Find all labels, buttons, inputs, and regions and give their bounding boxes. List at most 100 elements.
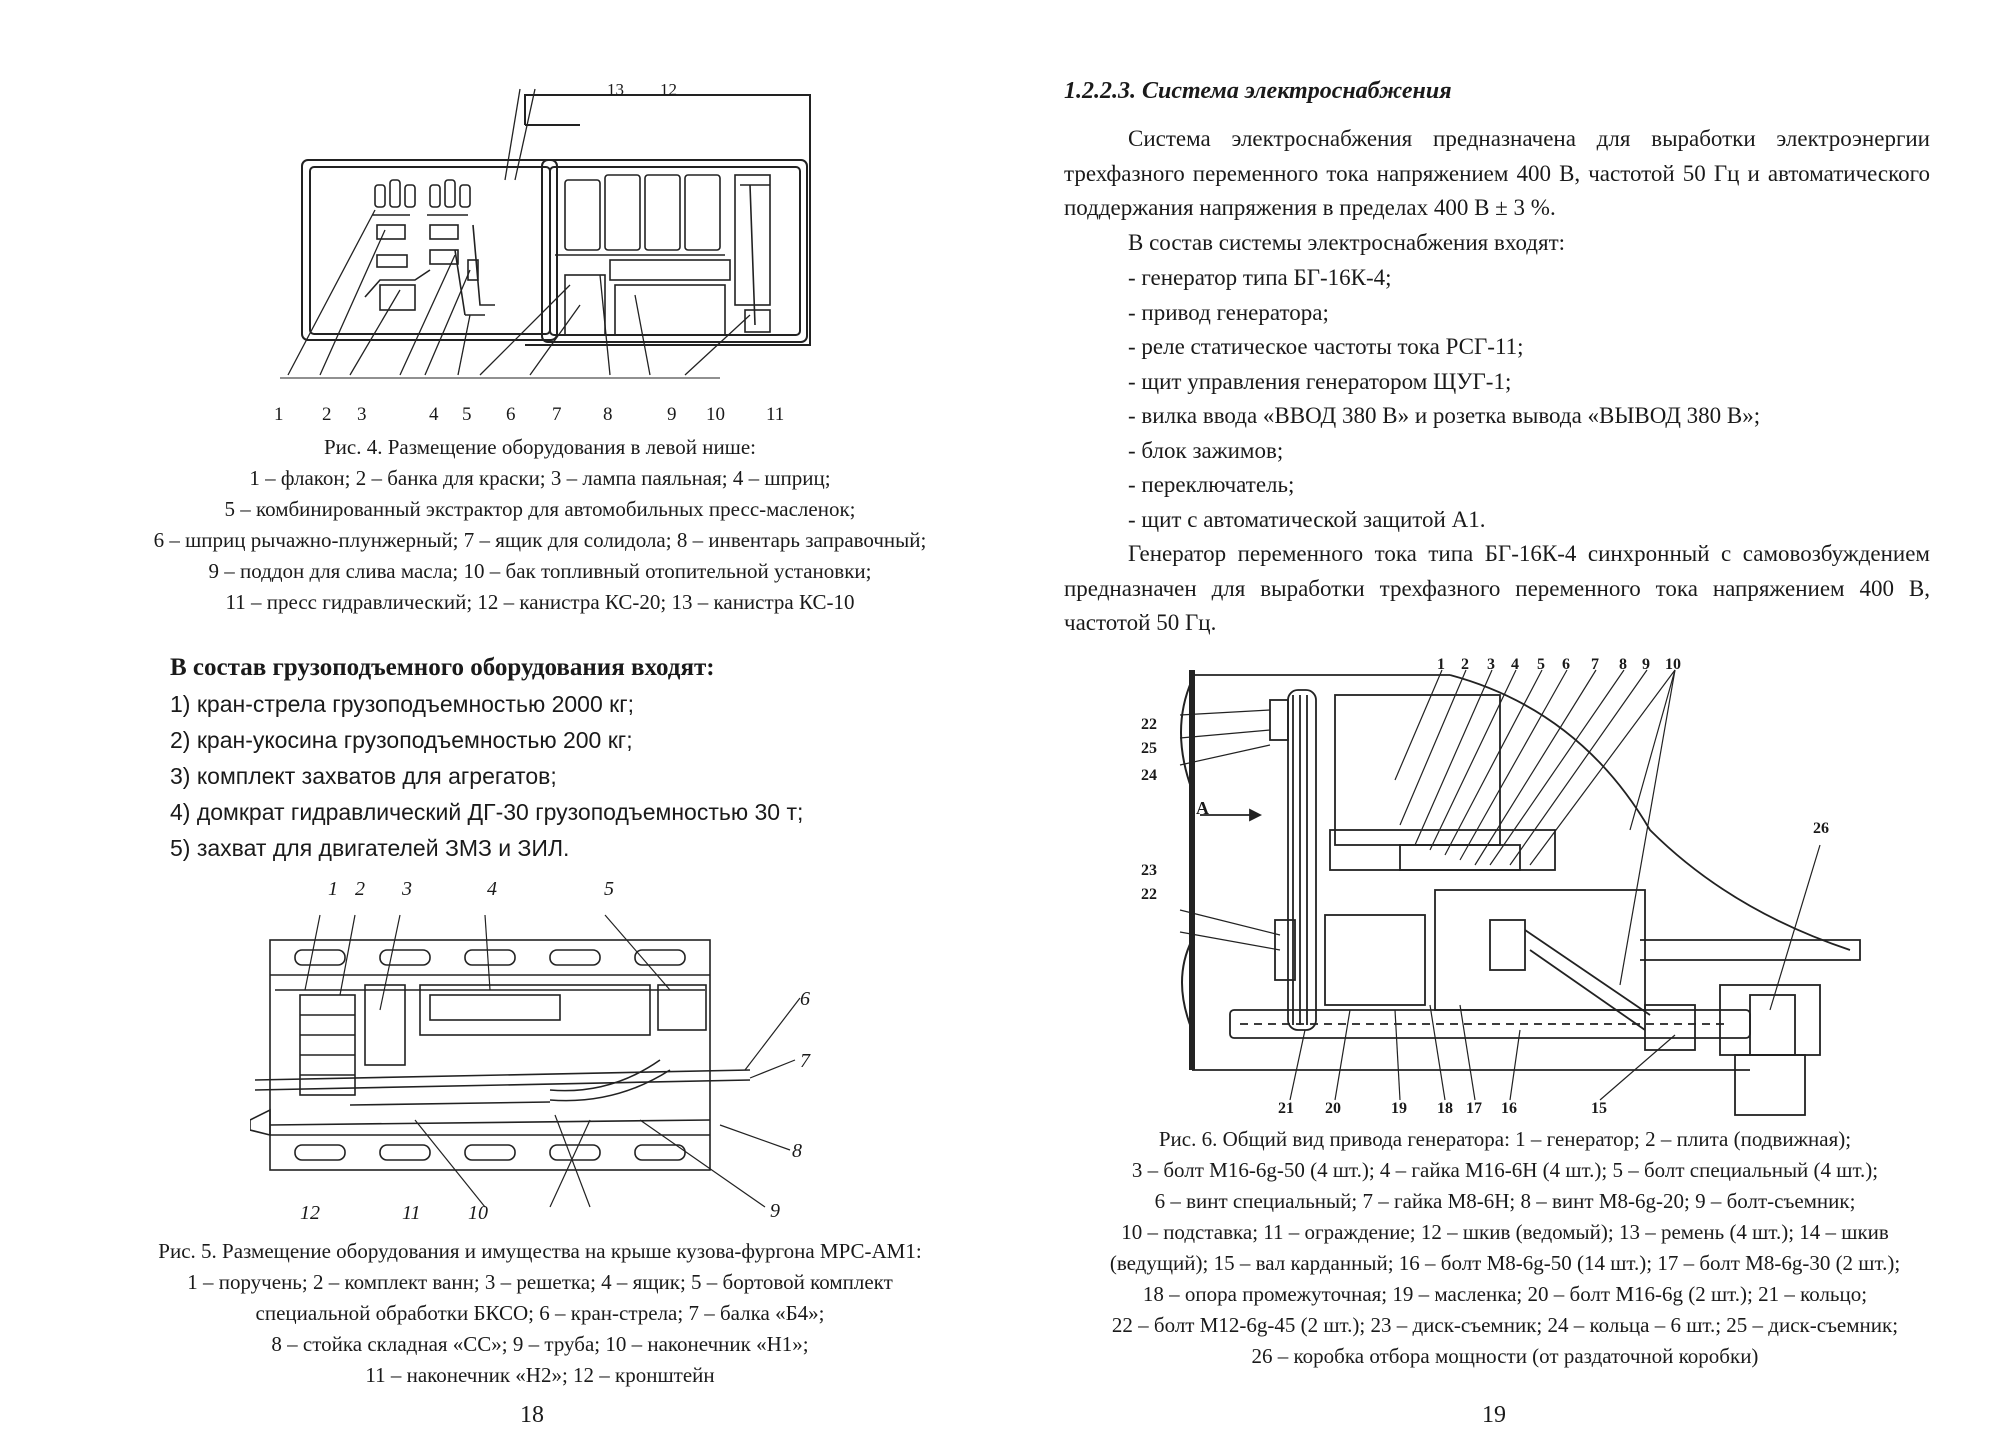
fig6-callout: 7 [1591, 656, 1599, 673]
list-item: - переключатель; [1128, 472, 1295, 497]
fig4-callout: 8 [603, 404, 613, 425]
caption-line: Рис. 6. Общий вид привода генератора: 1 … [1158, 1127, 1852, 1151]
list-item: - щит с автоматической защитой А1. [1128, 506, 1486, 532]
fig6-callout: 17 [1466, 1100, 1482, 1117]
fig6-callout: 15 [1591, 1100, 1607, 1117]
list-item: - вилка ввода «ВВОД 380 В» и розетка выв… [1128, 403, 1761, 428]
fig6-callout: 21 [1278, 1100, 1294, 1117]
fig6-callout: 16 [1501, 1100, 1517, 1117]
lifting-equipment-heading: В состав грузоподъемного оборудования вх… [170, 654, 715, 681]
composition-list: - генератор типа БГ-16К-4; - привод гене… [1128, 261, 1760, 537]
figure-4-caption: Рис. 4. Размещение оборудования в левой … [90, 432, 990, 618]
lifting-equipment-list: 1) кран-стрела грузоподъемностью 2000 кг… [170, 686, 803, 866]
fig5-callout: 4 [487, 878, 497, 900]
caption-line: 1 – поручень; 2 – комплект ванн; 3 – реш… [187, 1270, 893, 1294]
caption-line: 18 – опора промежуточная; 19 – масленка;… [1142, 1282, 1868, 1306]
view-a-label: А [1196, 798, 1209, 818]
fig6-callout: 6 [1562, 656, 1570, 673]
page-number: 18 [520, 1402, 544, 1428]
page-number: 19 [1482, 1402, 1506, 1428]
list-item: - блок зажимов; [1128, 437, 1284, 463]
fig6-callout: 3 [1487, 656, 1495, 673]
fig4-callout: 13 [607, 80, 624, 99]
caption-line: 11 – пресс гидравлический; 12 – канистра… [225, 590, 855, 614]
caption-line: 6 – шприц рычажно-плунжерный; 7 – ящик д… [153, 528, 927, 552]
fig6-callout: 25 [1141, 740, 1157, 757]
fig6-callout: 19 [1391, 1100, 1407, 1117]
list-item: 3) комплект захватов для агрегатов; [170, 763, 557, 789]
right-page: 1.2.2.3. Система электроснабжения Систем… [1000, 0, 2000, 1454]
caption-line: 8 – стойка складная «СС»; 9 – труба; 10 … [271, 1332, 809, 1356]
paragraph-text: Генератор переменного тока типа БГ-16К-4… [1064, 541, 1930, 635]
fig5-callout: 5 [604, 878, 614, 900]
caption-line: 10 – подставка; 11 – ограждение; 12 – шк… [1121, 1220, 1889, 1244]
fig5-callout: 11 [402, 1202, 421, 1224]
caption-line: 3 – болт М16-6g-50 (4 шт.); 4 – гайка М1… [1131, 1158, 1879, 1182]
figure-5-caption: Рис. 5. Размещение оборудования и имущес… [90, 1236, 990, 1391]
fig5-callout: 2 [355, 878, 365, 900]
caption-line: Рис. 5. Размещение оборудования и имущес… [158, 1239, 922, 1263]
composition-lead: В состав системы электроснабжения входят… [1128, 229, 1566, 255]
caption-line: 11 – наконечник «Н2»; 12 – кронштейн [365, 1363, 715, 1387]
fig4-callout: 3 [357, 404, 367, 425]
fig4-callout: 1 [274, 404, 284, 425]
fig6-callout: 5 [1537, 656, 1545, 673]
fig4-callout: 6 [506, 404, 516, 425]
generator-paragraph: Генератор переменного тока типа БГ-16К-4… [1064, 537, 1930, 641]
fig4-callout: 5 [462, 404, 472, 425]
fig6-callout: 1 [1437, 656, 1445, 673]
caption-line: 5 – комбинированный экстрактор для автом… [224, 497, 856, 521]
fig4-callout: 11 [766, 404, 785, 425]
list-item: - реле статическое частоты тока РСГ-11; [1128, 334, 1524, 359]
fig6-callout: 22 [1141, 716, 1157, 733]
caption-line: 26 – коробка отбора мощности (от раздато… [1251, 1344, 1759, 1368]
section-heading: 1.2.2.3. Система электроснабжения [1064, 78, 1452, 104]
intro-paragraph: Система электроснабжения предназначена д… [1064, 122, 1930, 260]
caption-line: (ведущий); 15 – вал карданный; 16 – болт… [1109, 1251, 1901, 1275]
caption-line: специальной обработки БКСО; 6 – кран-стр… [255, 1301, 825, 1325]
list-item: 5) захват для двигателей ЗМЗ и ЗИЛ. [170, 835, 570, 861]
fig6-callout: 8 [1619, 656, 1627, 673]
fig6-callout: 2 [1461, 656, 1469, 673]
fig6-callout: 4 [1511, 656, 1519, 673]
figure-6-drawing [1179, 669, 1861, 1116]
list-item: 4) домкрат гидравлический ДГ-30 грузопод… [170, 799, 804, 825]
fig4-callout: 2 [322, 404, 332, 425]
fig6-callout: 10 [1665, 656, 1681, 673]
fig4-callout: 9 [667, 404, 677, 425]
caption-line: 9 – поддон для слива масла; 10 – бак топ… [208, 559, 872, 583]
fig6-callout: 18 [1437, 1100, 1453, 1117]
caption-line: 1 – флакон; 2 – банка для краски; 3 – ла… [249, 466, 831, 490]
paragraph-text: Система электроснабжения предназначена д… [1064, 126, 1930, 220]
list-item: 1) кран-стрела грузоподъемностью 2000 кг… [170, 691, 634, 717]
caption-line: 22 – болт М12-6g-45 (2 шт.); 23 – диск-с… [1111, 1313, 1899, 1337]
list-item: - привод генератора; [1128, 299, 1329, 325]
figure-5-drawing [250, 914, 801, 1208]
fig5-callout: 9 [770, 1200, 780, 1222]
list-item: - генератор типа БГ-16К-4; [1128, 265, 1392, 290]
fig4-callout: 12 [660, 80, 677, 99]
list-item: 2) кран-укосина грузоподъемностью 200 кг… [170, 727, 633, 753]
fig6-callout: 20 [1325, 1100, 1341, 1117]
caption-line: 6 – винт специальный; 7 – гайка М8-6Н; 8… [1154, 1189, 1856, 1213]
fig5-callout: 10 [468, 1202, 488, 1224]
fig5-callout: 6 [800, 988, 810, 1010]
fig6-callout: 26 [1813, 820, 1829, 837]
fig6-callout: 22 [1141, 886, 1157, 903]
fig5-callout: 12 [300, 1202, 320, 1224]
fig4-callout: 4 [429, 404, 439, 425]
fig5-callout: 8 [792, 1140, 802, 1162]
fig6-callout: 23 [1141, 862, 1157, 879]
fig5-callout: 1 [328, 878, 338, 900]
fig6-callout: 24 [1141, 767, 1157, 784]
fig4-callout: 10 [706, 404, 725, 425]
left-page: 13 12 1 2 3 4 5 6 7 8 9 10 11 Рис. 4. Ра… [90, 80, 990, 1428]
fig5-callout: 3 [402, 878, 412, 900]
fig4-callout: 7 [552, 404, 562, 425]
caption-line: Рис. 4. Размещение оборудования в левой … [323, 435, 757, 459]
fig6-callout: 9 [1642, 656, 1650, 673]
list-item: - щит управления генератором ЩУГ-1; [1128, 368, 1512, 394]
fig5-callout: 7 [800, 1050, 810, 1072]
figure-6-caption: Рис. 6. Общий вид привода генератора: 1 … [1010, 1124, 2000, 1372]
figure-4-drawing [280, 88, 811, 379]
